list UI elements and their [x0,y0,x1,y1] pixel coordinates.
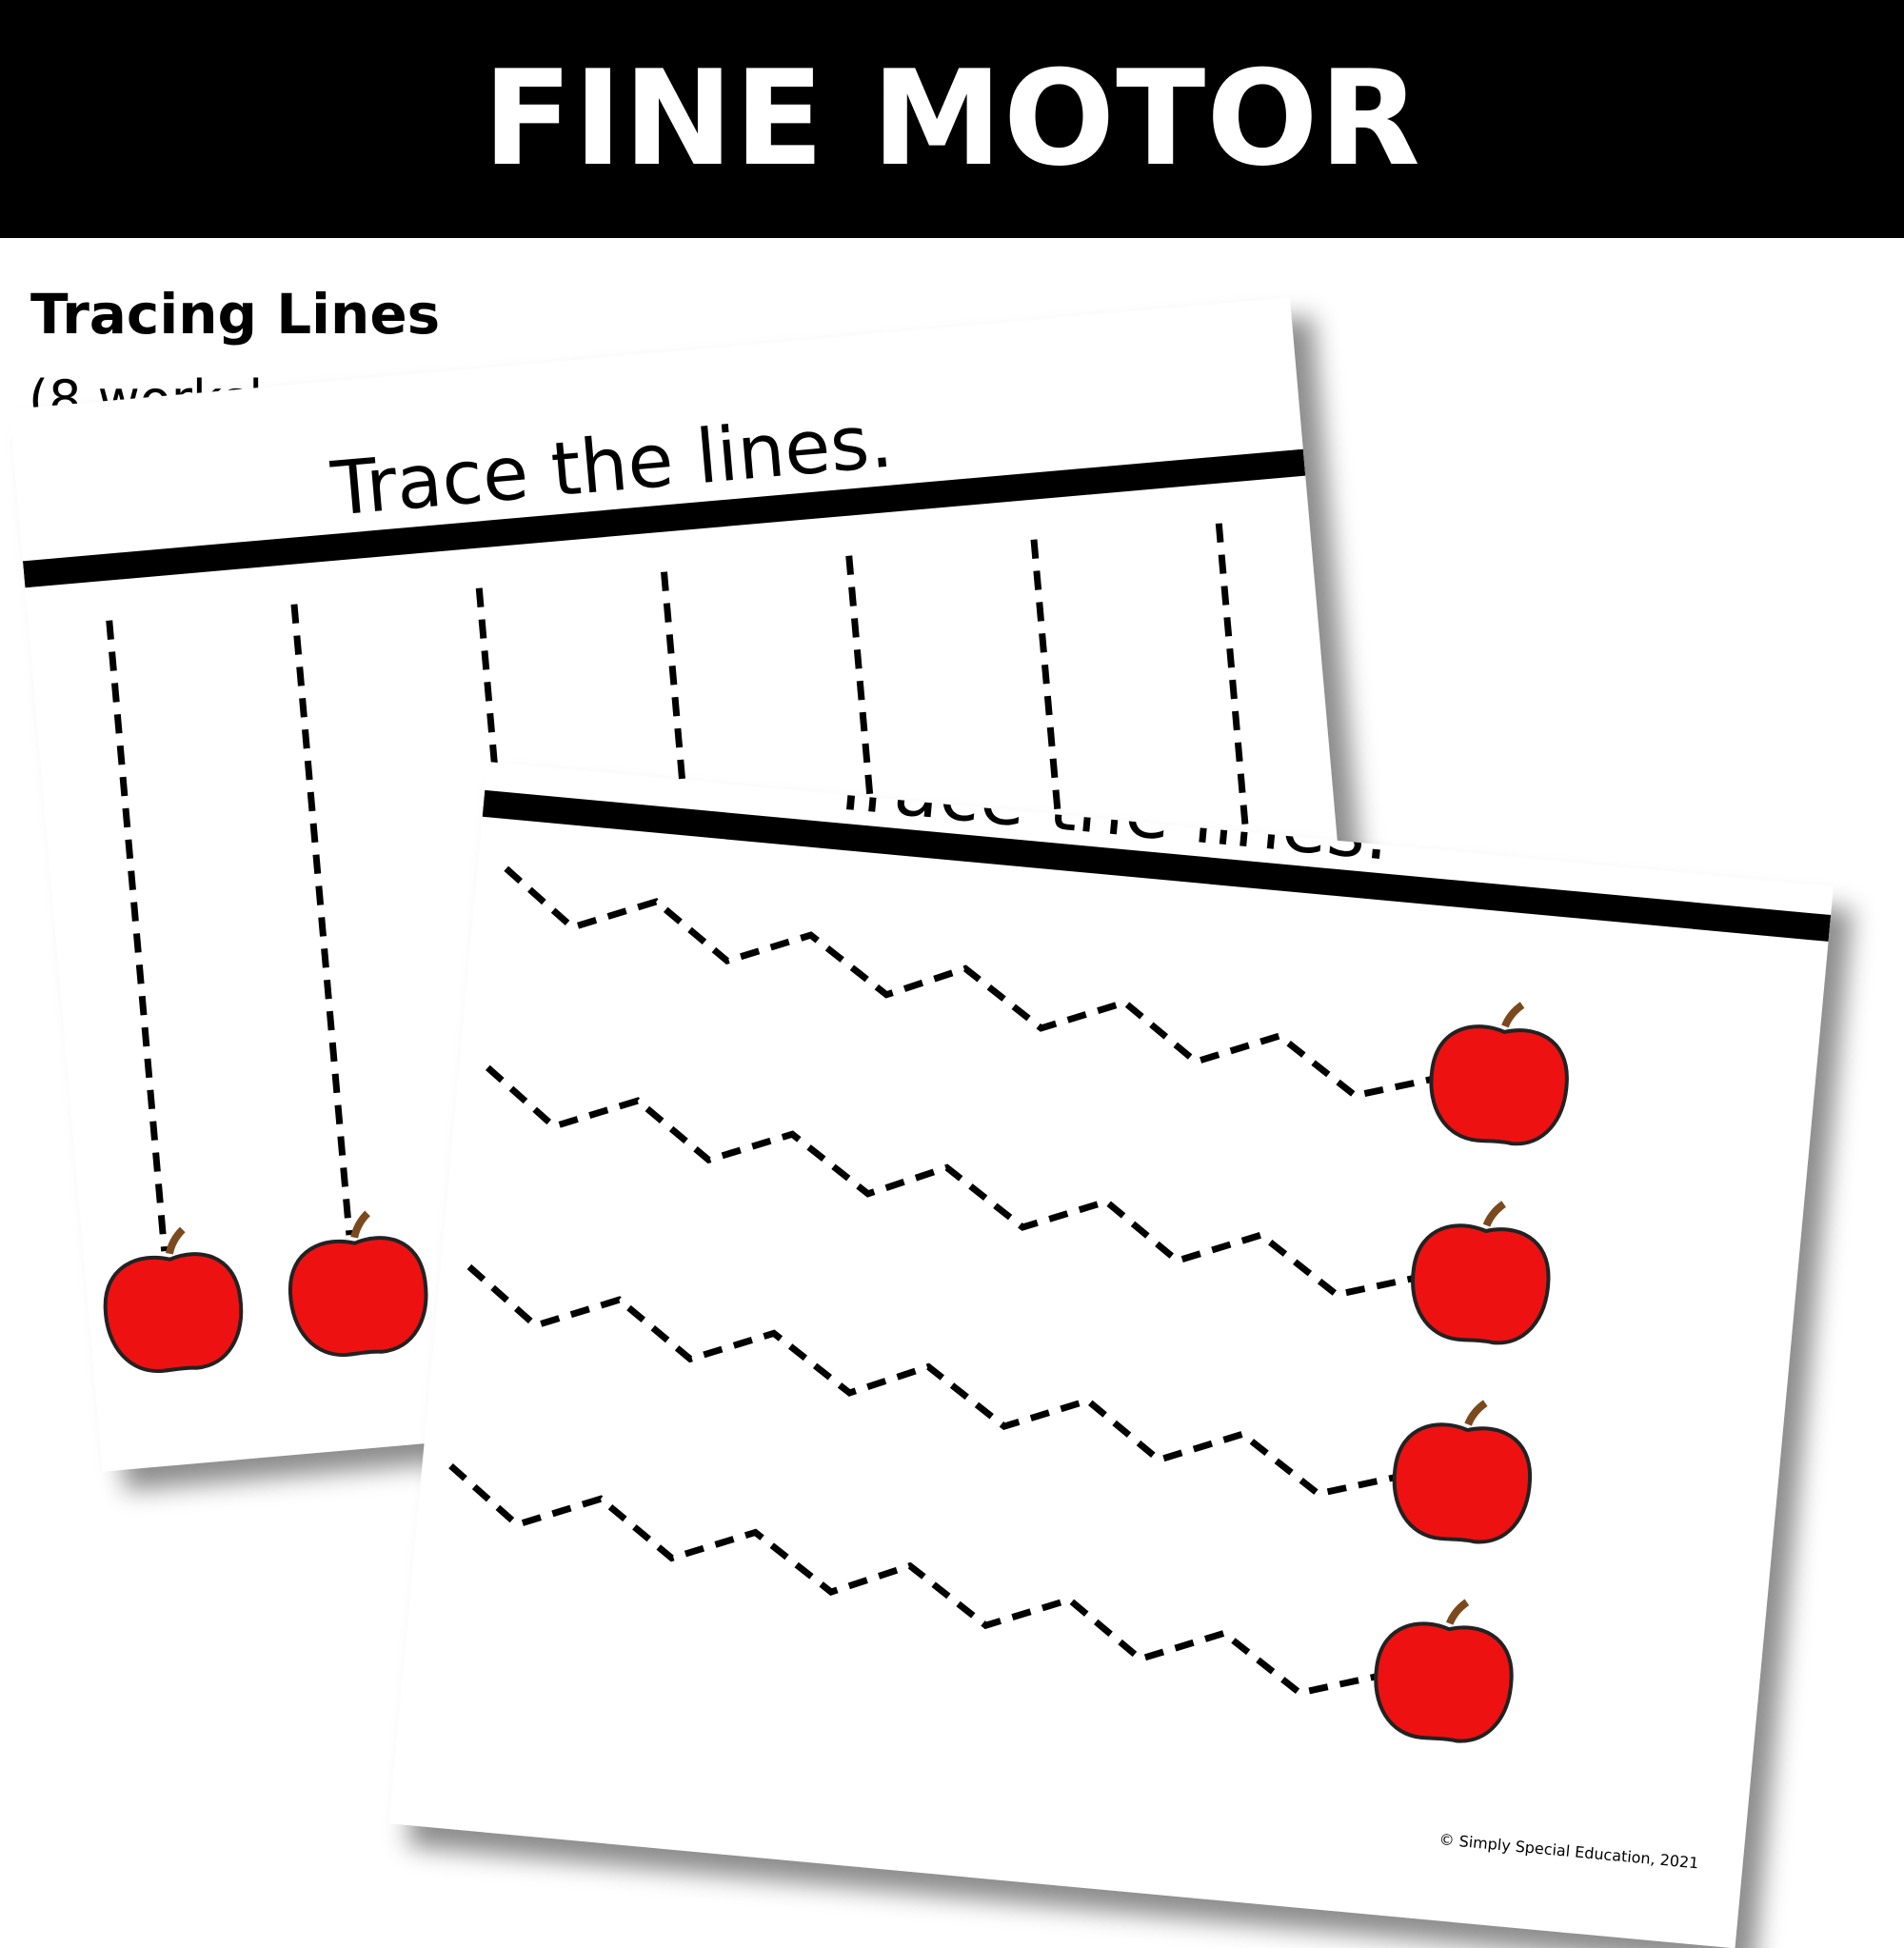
copyright-text: © Simply Special Education, 2021 [1438,1830,1699,1872]
trace-zigzag [448,1462,1379,1697]
header-banner: FINE MOTOR [0,0,1904,238]
banner-title: FINE MOTOR [483,42,1421,195]
apple-icon [1411,1201,1551,1345]
apple-icon [1392,1400,1533,1544]
worksheet-zigzag-lines-art: Trace the lines. © Simply Special Educat… [448,762,1832,1872]
trace-zigzag [504,865,1435,1100]
worksheet-vertical-lines-art: Trace the lines. [22,398,1306,1373]
trace-line [290,604,353,1236]
worksheet-zigzag-lines: Trace the lines. © Simply Special Educat… [388,762,1834,1948]
worksheet-vertical-lines: Trace the lines. [10,297,1383,1472]
apple-icon [103,1226,244,1373]
trace-zigzag [466,1263,1398,1498]
trace-zigzag [485,1064,1416,1299]
apple-icon [1429,1002,1569,1146]
trace-line [106,620,169,1252]
title-bar [22,448,1306,588]
apple-icon [1374,1599,1514,1743]
apple-icon [288,1210,428,1357]
product-subtitle: Tracing Lines [30,282,441,347]
title-bar [482,789,1832,942]
